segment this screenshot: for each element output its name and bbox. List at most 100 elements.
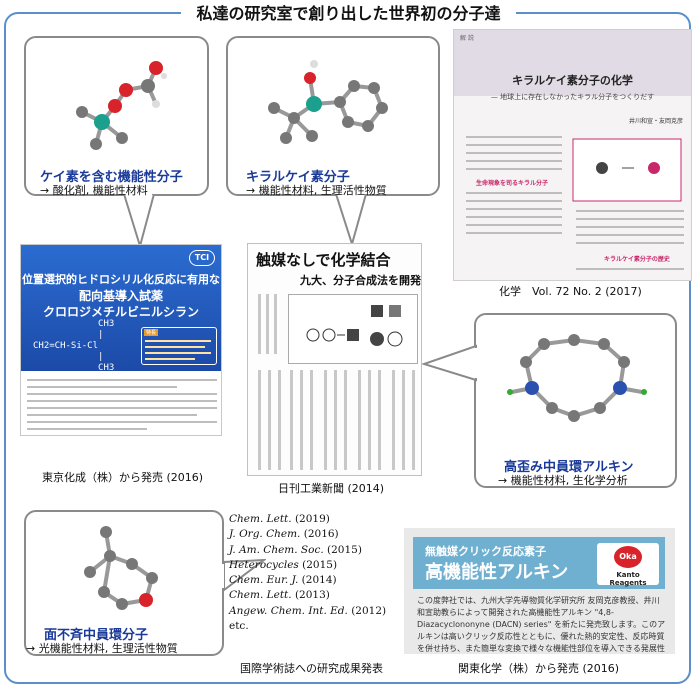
callout-pointer	[222, 558, 266, 592]
newspaper-text-column	[392, 370, 395, 470]
newspaper-text-column	[310, 370, 313, 470]
kanto-ad-line1: 無触媒クリック反応素子	[425, 545, 546, 558]
article-text-line	[576, 226, 684, 228]
article-subtitle: — 地球上に存在しなかったキラル分子をつくりだす	[490, 93, 655, 101]
article-text-line	[466, 216, 562, 218]
tci-text-line	[27, 379, 217, 381]
publication-item: Chem. Eur. J. (2014)	[229, 574, 337, 587]
article-text-line	[576, 218, 684, 220]
tci-title-line3: クロロジメチルビニルシラン	[42, 305, 199, 319]
article-text-line	[466, 200, 562, 202]
caption-publications: 国際学術誌への研究成果発表	[240, 662, 383, 675]
publication-item: Chem. Lett. (2019)	[229, 513, 330, 525]
kanto-ad-image: 無触媒クリック反応素子 高機能性アルキン Oka Kanto Reagents …	[404, 528, 675, 654]
panel-silicon-functional	[24, 36, 209, 196]
tci-title-line2: 配向基導入試薬	[78, 289, 163, 303]
article-text-line	[576, 210, 684, 212]
newspaper-text-column	[368, 370, 371, 470]
newspaper-text-column	[278, 370, 281, 470]
molecule-silicon-peroxide	[76, 61, 167, 150]
tci-ad-banner	[21, 245, 221, 371]
newspaper-text-column	[290, 370, 293, 470]
newspaper-text-column	[358, 370, 361, 470]
molecule-planar-chiral-ring	[84, 526, 158, 610]
article-tag: 解 説	[460, 35, 474, 42]
tci-text-line	[27, 421, 217, 423]
panel-chiral-silicon	[226, 36, 440, 196]
newspaper-text-column	[344, 370, 347, 470]
article-title: キラルケイ素分子の化学	[512, 74, 633, 87]
page-title: 私達の研究室で創り出した世界初の分子達	[181, 2, 516, 26]
callout-pointer	[422, 344, 478, 382]
molecule-chiral-silane	[268, 60, 388, 144]
tci-formula: CH3 | CH2=CH-Si-Cl | CH3	[33, 319, 115, 373]
uses-chiral-silicon: → 機能性材料, 生理活性物質	[246, 184, 387, 197]
newspaper-text-column	[378, 370, 381, 470]
newspaper-subhead: 九大、分子合成法を開発	[300, 274, 421, 287]
publication-item: Angew. Chem. Int. Ed. (2012)	[229, 604, 387, 617]
tci-text-line	[27, 407, 217, 409]
newspaper-text-column	[412, 370, 415, 470]
publication-item: Heterocycles (2015)	[229, 558, 338, 571]
article-text-line	[466, 152, 562, 154]
newspaper-text-column	[268, 370, 271, 470]
article-text-line	[576, 234, 684, 236]
article-section-heading: 生命現象を司るキラル分子	[476, 180, 549, 187]
article-text-line	[576, 242, 684, 244]
callout-pointer	[334, 194, 368, 246]
newspaper-text-column	[266, 294, 269, 354]
article-text-line	[466, 160, 562, 162]
newspaper-figure	[288, 294, 418, 364]
article-text-line	[466, 208, 562, 210]
heading-silicon-functional: ケイ素を含む機能性分子	[40, 170, 183, 185]
tci-logo: TCI	[189, 250, 215, 266]
article-text-line	[466, 192, 562, 194]
kagaku-article-image: 解 説 キラルケイ素分子の化学 — 地球上に存在しなかったキラル分子をつくりだす…	[453, 29, 692, 281]
newspaper-headline: 触媒なしで化学結合	[256, 251, 391, 269]
tci-title-line1: 位置選択的ヒドロシリル化反応に有用な	[22, 273, 220, 286]
article-text-line	[466, 224, 562, 226]
uses-strained-alkyne: → 機能性材料, 生化学分析	[498, 474, 628, 487]
article-text-line	[466, 136, 562, 138]
heading-asymmetric-ring: 面不斉中員環分子	[44, 628, 149, 643]
tci-ad-image: TCI 位置選択的ヒドロシリル化反応に有用な 配向基導入試薬 クロロジメチルビニ…	[20, 244, 222, 436]
kanto-logo: Oka Kanto Reagents	[597, 543, 659, 587]
newspaper-text-column	[300, 370, 303, 470]
molecule-diazacyclononyne	[507, 334, 647, 422]
caption-kanto: 関東化学（株）から発売 (2016)	[458, 662, 620, 675]
article-text-line	[576, 268, 684, 270]
kanto-ad-banner: 無触媒クリック反応素子 高機能性アルキン Oka Kanto Reagents	[413, 537, 665, 589]
tci-features-box: 特長	[141, 327, 217, 365]
newspaper-text-column	[258, 294, 261, 354]
publication-list: Chem. Lett. (2019) J. Org. Chem. (2016) …	[229, 512, 386, 634]
kanto-logo-name: Kanto Reagents	[609, 571, 647, 587]
caption-nikkan: 日刊工業新聞 (2014)	[278, 482, 385, 495]
newspaper-text-column	[274, 294, 277, 354]
callout-pointer	[122, 194, 156, 248]
kanto-ad-line2: 高機能性アルキン	[425, 562, 569, 583]
article-figure	[572, 138, 682, 202]
tci-features-tag: 特長	[144, 329, 159, 336]
heading-strained-alkyne: 高歪み中員環アルキン	[504, 460, 634, 475]
article-authors: 井川和宣・友岡克彦	[628, 118, 683, 125]
tci-feature-line	[145, 358, 195, 360]
publication-item: etc.	[229, 620, 249, 633]
heading-chiral-silicon: キラルケイ素分子	[246, 170, 350, 185]
article-section-heading: キラルケイ素分子の歴史	[604, 256, 670, 263]
tci-text-line	[27, 400, 217, 402]
newspaper-text-column	[402, 370, 405, 470]
newspaper-text-column	[334, 370, 337, 470]
uses-silicon-functional: → 酸化剤, 機能性材料	[40, 184, 148, 197]
tci-text-line	[27, 386, 177, 388]
caption-kagaku: 化学 Vol. 72 No. 2 (2017)	[499, 285, 642, 298]
tci-feature-line	[145, 340, 211, 342]
kanto-ad-body: この度弊社では、九州大学先導物質化学研究所 友岡克彦教授、井川和宣助教らによって…	[417, 596, 666, 653]
publication-item: J. Org. Chem. (2016)	[229, 528, 339, 541]
tci-text-line	[27, 393, 217, 395]
publication-item: Chem. Lett. (2013)	[229, 589, 330, 602]
newspaper-clipping: 触媒なしで化学結合 九大、分子合成法を開発	[247, 243, 422, 476]
caption-tci: 東京化成（株）から発売 (2016)	[42, 471, 204, 484]
tci-text-line	[27, 428, 147, 430]
article-text-line	[466, 168, 562, 170]
newspaper-text-column	[324, 370, 327, 470]
